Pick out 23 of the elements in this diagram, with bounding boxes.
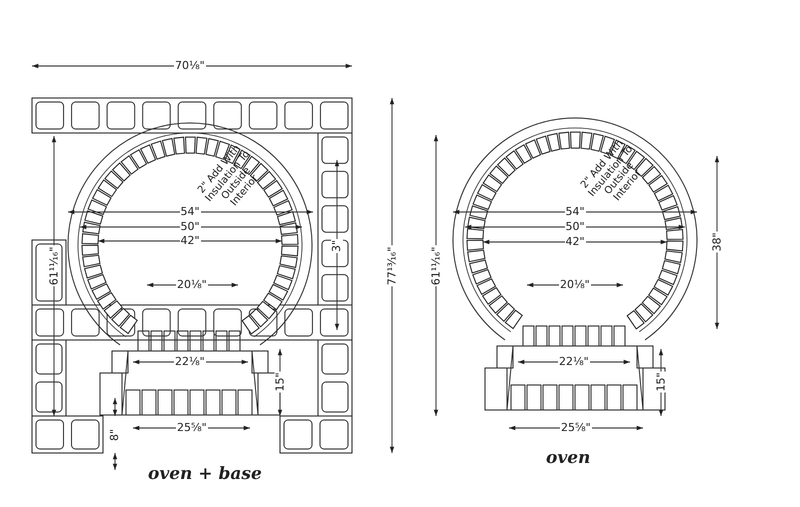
dimension-label: 70⅛" xyxy=(174,60,206,72)
dimension-label: 20⅛" xyxy=(176,279,208,291)
dimension-label: 42" xyxy=(180,235,201,247)
dimension-label: 42" xyxy=(564,236,586,248)
dimension-label: 22⅛" xyxy=(174,356,206,368)
dimension-label: 20⅛" xyxy=(559,279,591,291)
dimension-label: 25⅝" xyxy=(560,422,592,434)
dimension-label: 61¹¹⁄₁₆" xyxy=(430,246,442,286)
caption-text: oven xyxy=(545,448,592,468)
dimension-label: 15" xyxy=(655,371,668,393)
dimension-label: 8" xyxy=(109,428,122,442)
caption-text: oven + base xyxy=(147,464,263,484)
dimension-label: 38" xyxy=(711,231,724,253)
dimension-label: 3" xyxy=(331,238,344,254)
dimension-label: 77¹³⁄₁₆" xyxy=(386,246,398,286)
dimension-label: 54" xyxy=(180,206,201,218)
dimension-label: 50" xyxy=(180,221,201,233)
dimension-label: 61¹¹⁄₁₆" xyxy=(48,246,60,286)
dimension-label: 22⅛" xyxy=(558,356,590,368)
dimension-label: 15" xyxy=(274,371,286,393)
dimension-label: 25⅝" xyxy=(176,422,208,434)
dimension-label: 50" xyxy=(564,221,586,233)
dimension-label: 54" xyxy=(564,206,586,218)
